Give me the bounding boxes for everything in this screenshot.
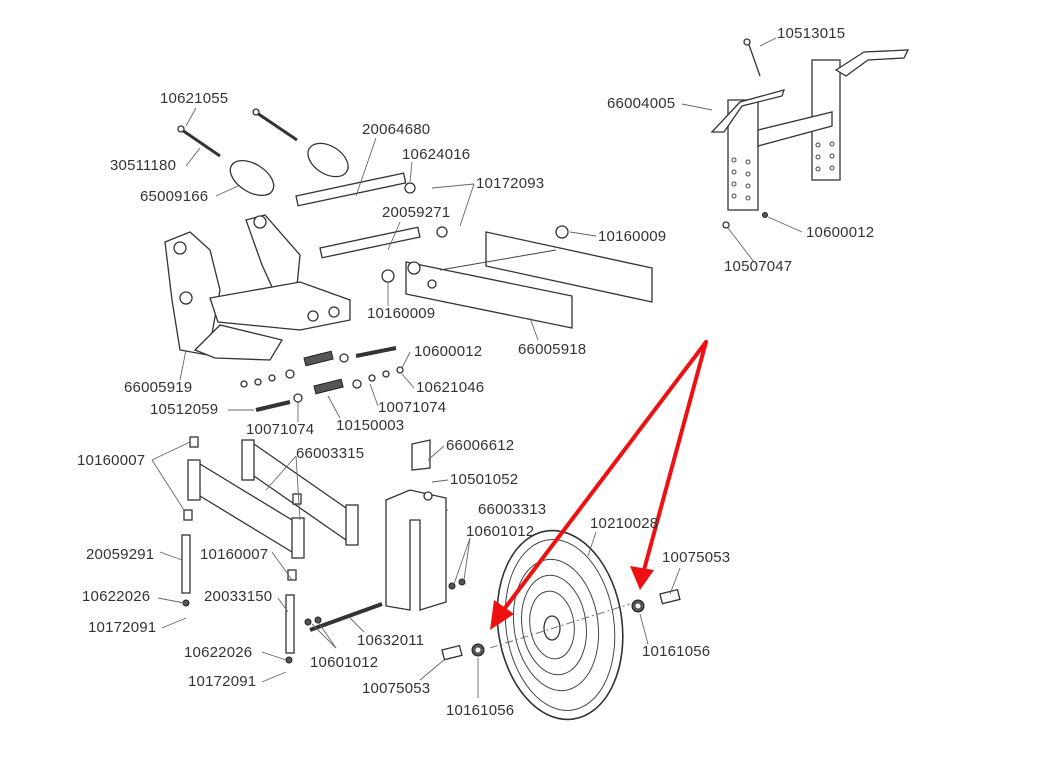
callout-10160009-left: 10160009	[367, 305, 436, 322]
callout-10071074-right: 10071074	[378, 399, 447, 416]
callout-10172093: 10172093	[476, 175, 545, 192]
callout-65009166: 65009166	[140, 188, 209, 205]
callout-10632011: 10632011	[357, 632, 425, 649]
callout-10624016: 10624016	[402, 146, 471, 163]
callout-10600012-top: 10600012	[806, 224, 875, 241]
highlight-arrows	[490, 340, 708, 630]
arrowhead-right	[630, 566, 654, 590]
callout-10161056-right: 10161056	[642, 643, 711, 660]
callout-10075053-left: 10075053	[362, 680, 431, 697]
bearing-left	[441, 643, 485, 661]
leader-lines	[151, 37, 803, 698]
bracket-66004005	[710, 38, 910, 229]
callout-20033150: 20033150	[204, 588, 273, 605]
arrow-to-left-bearing	[500, 340, 708, 614]
callout-66006612: 66006612	[446, 437, 515, 454]
callout-10621046: 10621046	[416, 379, 485, 396]
arrow-to-right-bearing	[642, 340, 708, 572]
frame-66005919	[164, 214, 351, 361]
callout-10160007-bottom: 10160007	[200, 546, 269, 563]
callout-10172091-left: 10172091	[88, 619, 157, 636]
frame-66005918	[405, 231, 653, 329]
callout-10071074-left: 10071074	[246, 421, 315, 438]
callout-66005919: 66005919	[124, 379, 193, 396]
callout-10622026-right: 10622026	[184, 644, 253, 661]
callout-66005918: 66005918	[518, 341, 587, 358]
callout-10513015: 10513015	[777, 25, 846, 42]
arrowhead-left	[490, 600, 514, 630]
adjuster-assembly	[240, 346, 404, 412]
callout-20064680: 20064680	[362, 121, 431, 138]
fork-66003313	[304, 439, 466, 632]
callout-10150003: 10150003	[336, 417, 405, 434]
callout-66003313: 66003313	[478, 501, 547, 518]
callout-30511180: 30511180	[110, 157, 177, 174]
callout-20059271: 20059271	[382, 204, 451, 221]
callout-10160009-right: 10160009	[598, 228, 667, 245]
callout-10161056-left: 10161056	[446, 702, 515, 719]
callout-10501052: 10501052	[450, 471, 519, 488]
callout-10512059: 10512059	[150, 401, 219, 418]
callout-10600012-mid: 10600012	[414, 343, 483, 360]
callout-10160007-top: 10160007	[77, 452, 146, 469]
callout-10172091-right: 10172091	[188, 673, 257, 690]
callout-66004005: 66004005	[607, 95, 676, 112]
callout-10622026-left: 10622026	[82, 588, 151, 605]
callout-10210028: 10210028	[590, 515, 659, 532]
callout-10075053-right: 10075053	[662, 549, 731, 566]
callout-10601012-left: 10601012	[310, 654, 379, 671]
bearing-right	[631, 588, 681, 613]
callout-10621055: 10621055	[160, 90, 229, 107]
wheel-10210028	[489, 529, 631, 721]
arm-66003315	[181, 436, 359, 664]
callout-66003315: 66003315	[296, 445, 365, 462]
callout-10507047: 10507047	[724, 258, 793, 275]
callout-10601012-right: 10601012	[466, 523, 535, 540]
callout-20059291: 20059291	[86, 546, 155, 563]
